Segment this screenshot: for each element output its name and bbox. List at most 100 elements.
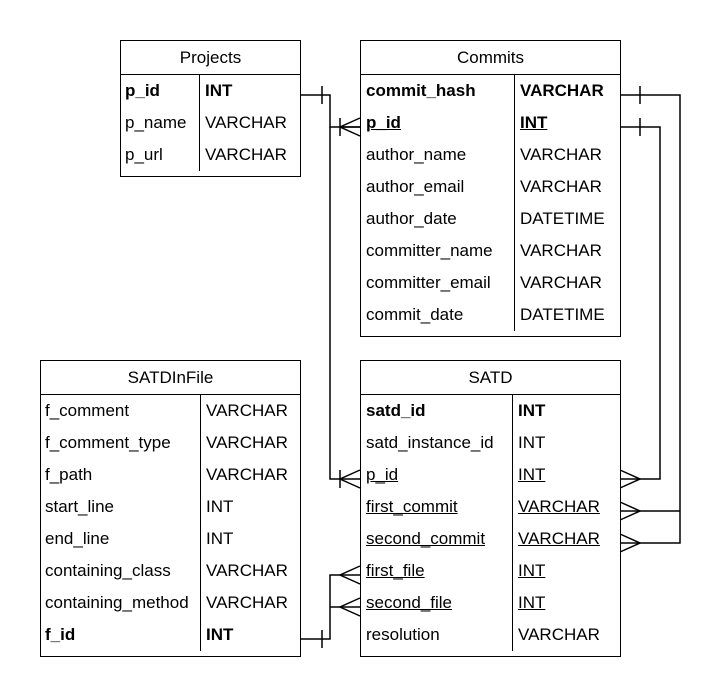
table-row: p_url VARCHAR [121, 139, 300, 171]
table-projects-title: Projects [121, 41, 300, 75]
column-type: INT [206, 529, 234, 548]
column-name: f_comment_type [45, 433, 171, 452]
table-row: commit_date DATETIME [361, 299, 620, 331]
rel-satd-pid-crowfoot [619, 469, 642, 489]
rel-satd-first-commit-crowfoot [619, 501, 642, 521]
table-row: first_file INT [361, 555, 620, 587]
table-row: committer_name VARCHAR [361, 235, 620, 267]
table-row: f_comment_type VARCHAR [41, 427, 300, 459]
column-name: start_line [45, 497, 114, 516]
table-row: containing_method VARCHAR [41, 587, 300, 619]
table-row: containing_class VARCHAR [41, 555, 300, 587]
column-name: p_id [366, 465, 399, 484]
column-type: VARCHAR [520, 241, 602, 260]
column-name: f_comment [45, 401, 130, 420]
table-row: commit_hash VARCHAR [361, 75, 620, 107]
column-name: f_path [45, 465, 93, 484]
rel-satd-second-commit-crowfoot [619, 533, 642, 553]
column-type: VARCHAR [520, 177, 602, 196]
column-type: VARCHAR [520, 145, 602, 164]
table-satdinfile-title: SATDInFile [41, 361, 300, 395]
table-row: p_id INT [361, 459, 620, 491]
column-type: VARCHAR [518, 625, 600, 644]
table-row: p_id INT [361, 107, 620, 139]
column-type: DATETIME [520, 209, 605, 228]
column-name: author_name [366, 145, 467, 164]
column-name: committer_email [366, 273, 491, 292]
column-type: INT [206, 625, 234, 644]
column-type: INT [205, 81, 233, 100]
rel-satd-first-file-crowfoot [338, 565, 361, 585]
column-type: DATETIME [520, 305, 605, 324]
column-type: INT [206, 497, 234, 516]
column-name: p_url [125, 145, 163, 164]
column-name: committer_name [366, 241, 493, 260]
column-type: VARCHAR [206, 433, 288, 452]
column-name: commit_date [366, 305, 464, 324]
column-type: INT [518, 561, 546, 580]
column-name: author_date [366, 209, 457, 228]
rel-commits-hash-line [620, 94, 681, 544]
table-commits-title: Commits [361, 41, 620, 75]
column-name: second_commit [366, 529, 486, 548]
column-type: VARCHAR [520, 81, 604, 100]
rel-projects-commits-crowfoot [338, 117, 361, 137]
column-type: INT [518, 433, 546, 452]
table-row: author_date DATETIME [361, 203, 620, 235]
table-row: author_name VARCHAR [361, 139, 620, 171]
column-name: p_name [125, 113, 187, 132]
table-row: satd_instance_id INT [361, 427, 620, 459]
column-type: VARCHAR [206, 401, 288, 420]
table-row: satd_id INT [361, 395, 620, 427]
column-type: VARCHAR [205, 113, 287, 132]
table-row: first_commit VARCHAR [361, 491, 620, 523]
column-name: f_id [45, 625, 76, 644]
column-name: commit_hash [366, 81, 476, 100]
table-row: p_name VARCHAR [121, 107, 300, 139]
column-type: VARCHAR [205, 145, 287, 164]
table-row: start_line INT [41, 491, 300, 523]
table-satd-title: SATD [361, 361, 620, 395]
column-type: INT [518, 465, 546, 484]
column-type: INT [520, 113, 548, 132]
column-name: first_commit [366, 497, 458, 516]
column-type: INT [518, 593, 546, 612]
column-type: VARCHAR [518, 497, 600, 516]
table-row: second_commit VARCHAR [361, 523, 620, 555]
rel-projects-satd-line [329, 127, 360, 480]
column-name: satd_id [366, 401, 426, 420]
column-type: INT [518, 401, 546, 420]
column-name: p_id [366, 113, 401, 132]
table-row: second_file INT [361, 587, 620, 619]
table-row: f_comment VARCHAR [41, 395, 300, 427]
table-row: f_id INT [41, 619, 300, 651]
column-type: VARCHAR [520, 273, 602, 292]
rel-commits-pid-line [620, 126, 661, 480]
column-name: containing_method [45, 593, 189, 612]
table-row: committer_email VARCHAR [361, 267, 620, 299]
column-name: end_line [45, 529, 110, 548]
column-type: VARCHAR [206, 561, 288, 580]
rel-satd-second-file-crowfoot [338, 597, 361, 617]
table-row: end_line INT [41, 523, 300, 555]
table-row: resolution VARCHAR [361, 619, 620, 651]
column-type: VARCHAR [518, 529, 600, 548]
column-type: VARCHAR [206, 593, 288, 612]
column-name: containing_class [45, 561, 171, 580]
column-name: second_file [366, 593, 453, 612]
column-type: VARCHAR [206, 465, 288, 484]
column-name: resolution [366, 625, 440, 644]
column-name: satd_instance_id [366, 433, 494, 452]
column-name: first_file [366, 561, 425, 580]
table-row: f_path VARCHAR [41, 459, 300, 491]
